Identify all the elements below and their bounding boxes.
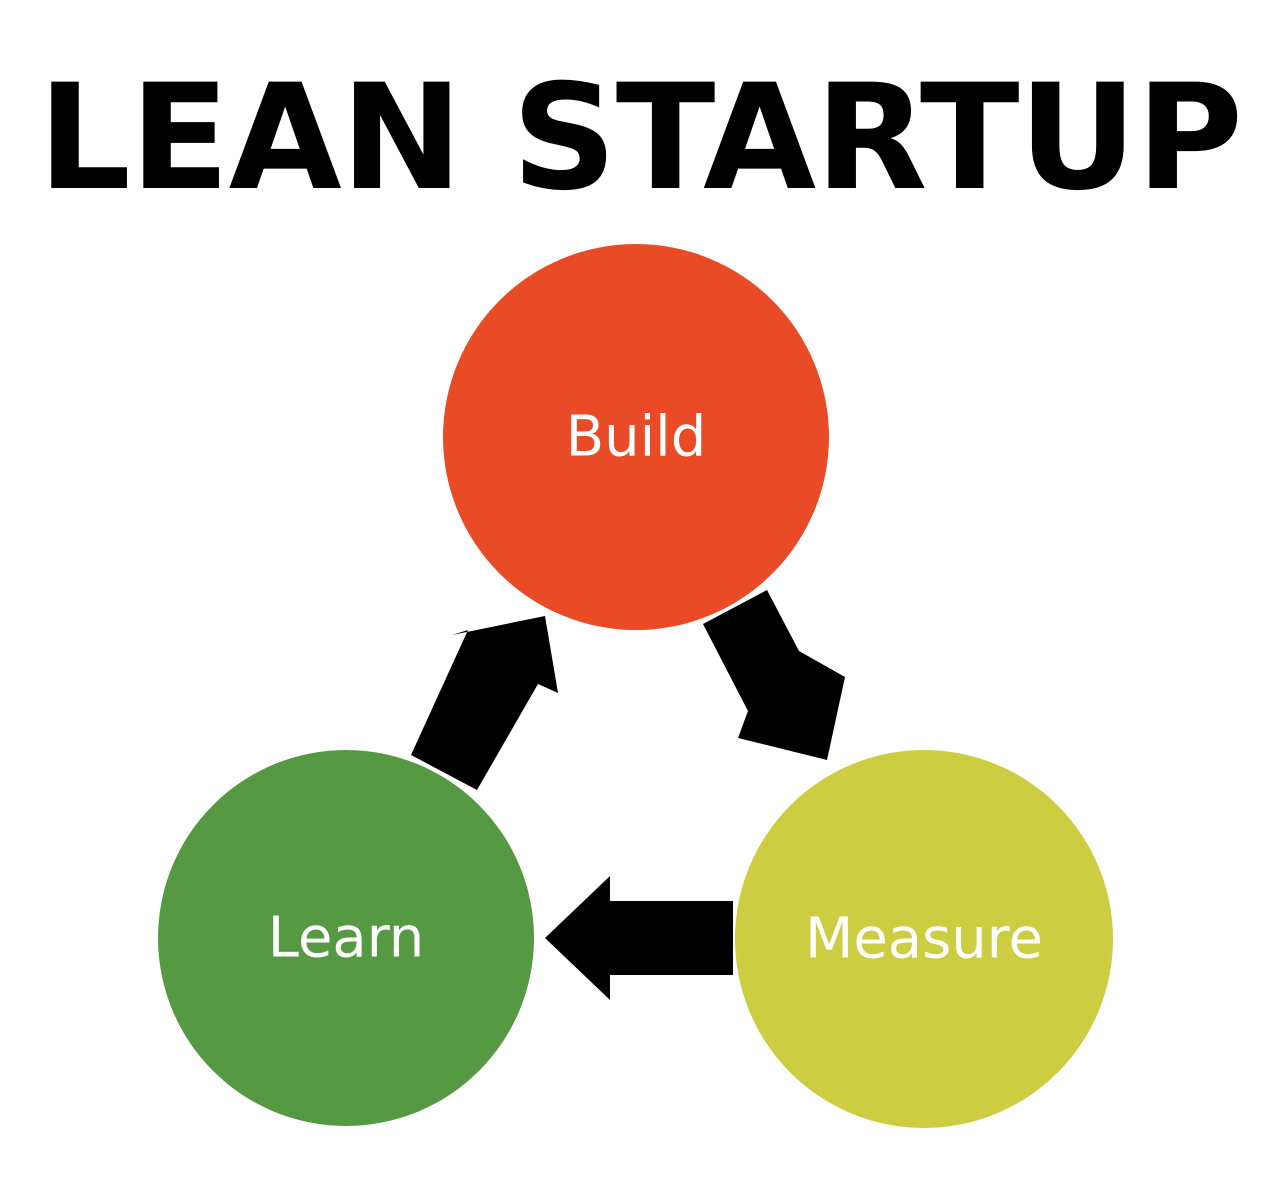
node-build-circle [443,244,829,630]
arrow-measure-to-learn [545,876,733,1000]
node-learn-circle [158,750,534,1126]
node-measure: Measure [735,750,1113,1128]
node-learn: Learn [158,750,534,1126]
page-title: LEAN STARTUP [37,53,1243,223]
node-learn-label: Learn [268,906,425,971]
arrow-build-to-measure [703,590,845,760]
node-build: Build [443,244,829,630]
node-build-label: Build [566,405,707,470]
node-measure-label: Measure [805,907,1043,972]
node-measure-circle [735,750,1113,1128]
arrow-learn-to-build [411,616,558,790]
